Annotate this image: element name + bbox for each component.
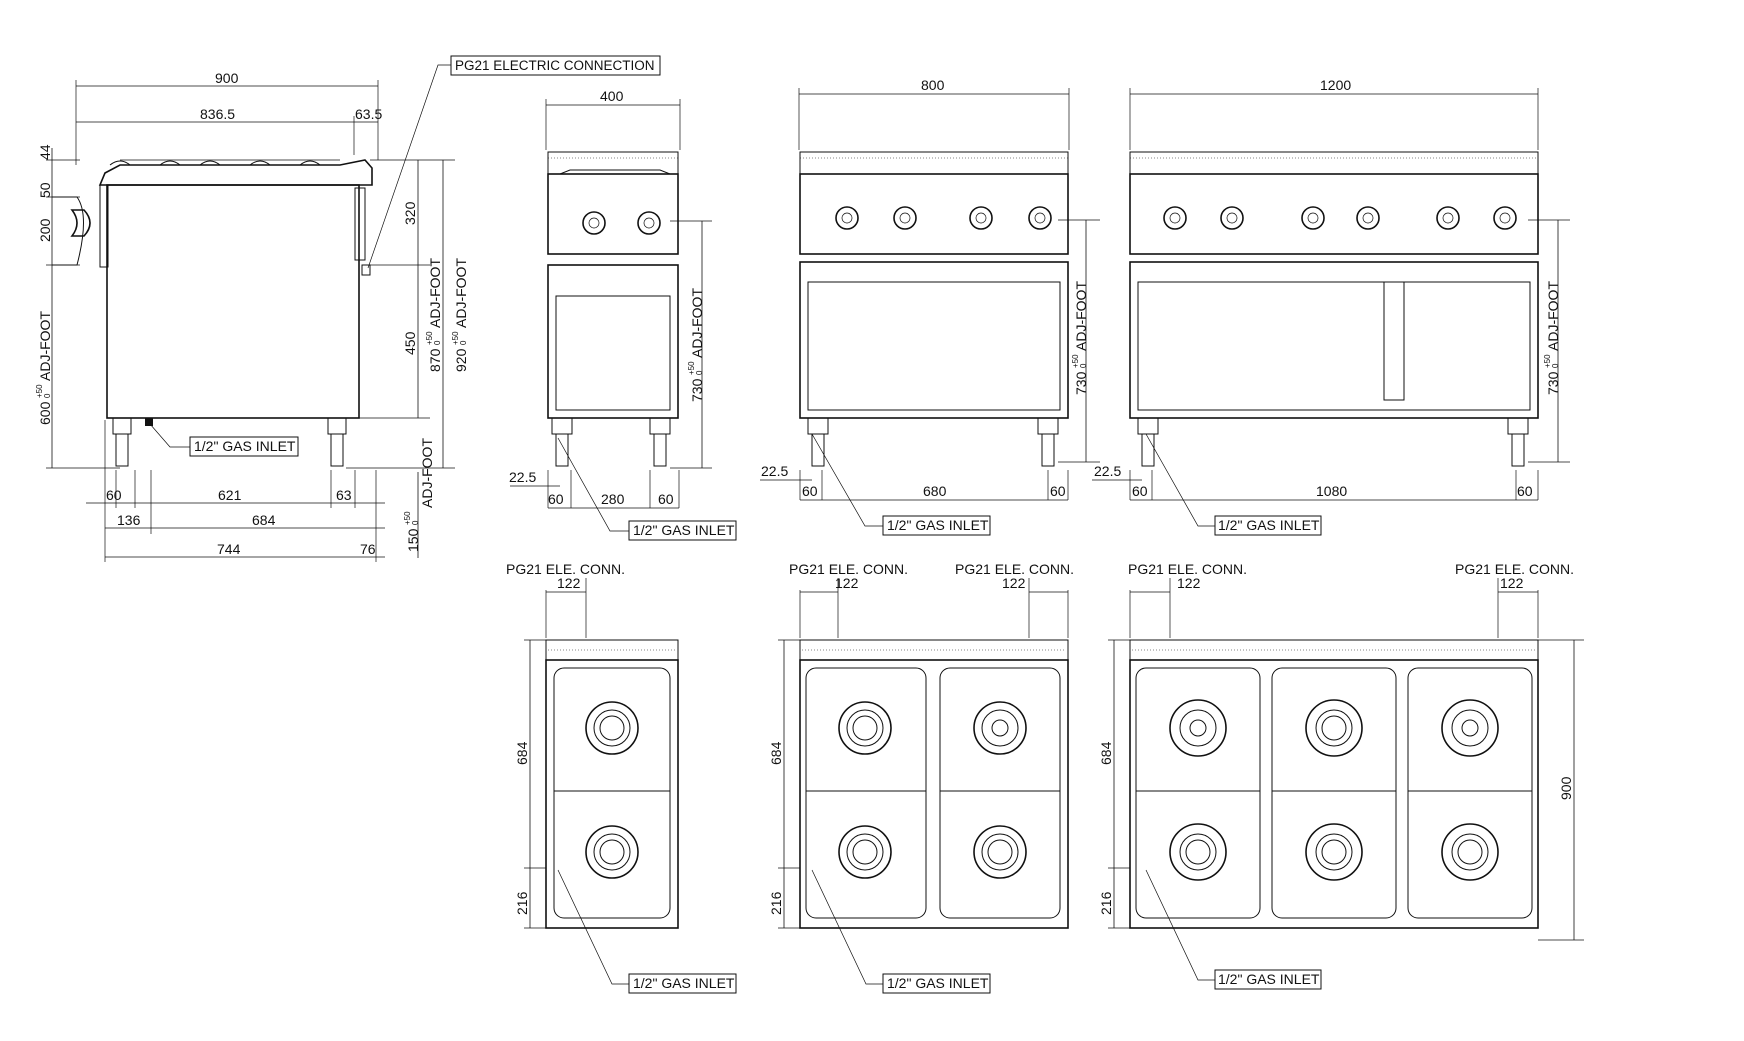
dim-top800-122-right: 122	[1002, 575, 1026, 591]
dim-side-870-tol0: 0	[433, 340, 442, 345]
dim-front800-width: 800	[921, 77, 945, 93]
dim-side-foot-60: 60	[106, 487, 122, 503]
dim-front800-adj: ADJ-FOOT	[1073, 281, 1089, 351]
dim-side-base-136: 136	[117, 512, 141, 528]
dim-front1200-right: 60	[1517, 483, 1533, 499]
dim-front1200-offset: 22.5	[1094, 463, 1121, 479]
front800-gas-inlet-label-box	[882, 515, 991, 536]
dim-front1200-tol: +50	[1543, 354, 1552, 368]
dim-top1200-122-left: 122	[1177, 575, 1201, 591]
dim-front1200-width: 1200	[1320, 77, 1351, 93]
dim-side-150-adj: ADJ-FOOT	[419, 438, 435, 508]
dim-side-320: 320	[402, 201, 418, 225]
dim-top1200-684: 684	[1098, 741, 1114, 765]
dim-side-836: 836.5	[200, 106, 235, 122]
dim-top400-684: 684	[514, 741, 530, 765]
dim-front800-tol: +50	[1071, 354, 1080, 368]
dim-top800-216: 216	[768, 891, 784, 915]
dim-top1200-900: 900	[1558, 776, 1574, 800]
dim-front1200-left: 60	[1132, 483, 1148, 499]
top-view-800: PG21 ELE. CONN. PG21 ELE. CONN. 122 122 …	[768, 561, 1074, 994]
front1200-gas-inlet-label-box	[1214, 515, 1322, 536]
dim-side-base-76: 76	[360, 541, 376, 557]
pg21-electric-connection-label-box	[450, 55, 661, 76]
top1200-pg21-label-right: PG21 ELE. CONN.	[1455, 561, 1574, 577]
dim-front400-offset: 22.5	[509, 469, 536, 485]
dim-side-920-adj: ADJ-FOOT	[453, 258, 469, 328]
dim-side-150-tol: +50	[403, 511, 412, 525]
dim-front1200-mid: 1080	[1316, 483, 1347, 499]
dim-front1200-tol0: 0	[1551, 363, 1560, 368]
dim-side-foot-63: 63	[336, 487, 352, 503]
dim-side-600-tol0: 0	[43, 393, 52, 398]
dim-front1200-adj: ADJ-FOOT	[1545, 281, 1561, 351]
dim-front400-adj: ADJ-FOOT	[689, 288, 705, 358]
side-view: 900 836.5 63.5 44 50 200 600 +50	[35, 55, 661, 562]
front-view-400: 400 730 +50 0 ADJ-FOOT 22.5 60 280 60 1/…	[509, 88, 737, 541]
dim-side-foot-621: 621	[218, 487, 242, 503]
dim-side-600-tol: +50	[35, 384, 44, 398]
dim-front400-left: 60	[548, 491, 564, 507]
front400-gas-inlet-label-box	[628, 520, 737, 541]
front-view-800: 800 730 +50 0 ADJ-FOOT 22.5 60 680 60	[760, 77, 1100, 536]
top400-pg21-label: PG21 ELE. CONN.	[506, 561, 625, 577]
top1200-gas-inlet-label: 1/2" GAS INLET	[1218, 971, 1320, 987]
top400-gas-inlet-label-box	[628, 973, 737, 994]
pg21-electric-connection-label: PG21 ELECTRIC CONNECTION	[455, 58, 655, 73]
dim-side-600: 600	[37, 401, 53, 425]
side-gas-inlet-label: 1/2" GAS INLET	[194, 438, 296, 454]
dim-side-150-tol0: 0	[411, 520, 420, 525]
dim-side-50: 50	[37, 182, 53, 198]
side-gas-inlet-label-box	[189, 436, 299, 457]
dim-front400-tol: +50	[687, 361, 696, 375]
dim-front400-right: 60	[658, 491, 674, 507]
dim-top1200-122-right: 122	[1500, 575, 1524, 591]
dim-front800-tol0: 0	[1079, 363, 1088, 368]
top1200-gas-inlet-label-box	[1214, 969, 1322, 990]
dim-side-600-adj: ADJ-FOOT	[37, 311, 53, 381]
dim-front800-offset: 22.5	[761, 463, 788, 479]
dim-top800-122-left: 122	[835, 575, 859, 591]
top-view-400: PG21 ELE. CONN. 122 684 216 1/2" GAS INL…	[506, 561, 737, 994]
dim-front800-height: 730	[1073, 371, 1089, 395]
top800-gas-inlet-label-box	[882, 973, 991, 994]
dim-front400-height: 730	[689, 378, 705, 402]
dim-front400-mid: 280	[601, 491, 625, 507]
dim-side-base-684: 684	[252, 512, 276, 528]
dim-side-450: 450	[402, 331, 418, 355]
dim-front1200-height: 730	[1545, 371, 1561, 395]
dim-top400-216: 216	[514, 891, 530, 915]
top800-pg21-label-left: PG21 ELE. CONN.	[789, 561, 908, 577]
dim-side-920-tol: +50	[451, 331, 460, 345]
top800-pg21-label-right: PG21 ELE. CONN.	[955, 561, 1074, 577]
dim-front400-tol0: 0	[695, 370, 704, 375]
dim-front800-left: 60	[802, 483, 818, 499]
dim-front800-right: 60	[1050, 483, 1066, 499]
top400-gas-inlet-label: 1/2" GAS INLET	[633, 975, 735, 991]
top-view-1200: PG21 ELE. CONN. PG21 ELE. CONN. 122 122 …	[1098, 561, 1584, 990]
dim-side-base-744: 744	[217, 541, 241, 557]
dim-side-870: 870	[427, 348, 443, 372]
top800-gas-inlet-label: 1/2" GAS INLET	[887, 975, 989, 991]
dim-side-920: 920	[453, 348, 469, 372]
dim-top400-122: 122	[557, 575, 581, 591]
front1200-gas-inlet-label: 1/2" GAS INLET	[1218, 517, 1320, 533]
dim-side-870-adj: ADJ-FOOT	[427, 258, 443, 328]
dim-side-200: 200	[37, 218, 53, 242]
dim-side-870-tol: +50	[425, 331, 434, 345]
dim-top800-684: 684	[768, 741, 784, 765]
dim-front400-width: 400	[600, 88, 624, 104]
dim-side-920-tol0: 0	[459, 340, 468, 345]
dim-side-150: 150	[405, 528, 421, 552]
front-view-1200: 1200 730 +50 0 ADJ-FOOT 22.5 60 1080	[1092, 77, 1570, 536]
front400-gas-inlet-label: 1/2" GAS INLET	[633, 522, 735, 538]
dim-side-63-5: 63.5	[355, 106, 382, 122]
top1200-pg21-label-left: PG21 ELE. CONN.	[1128, 561, 1247, 577]
dim-side-44: 44	[37, 144, 53, 160]
dim-side-900: 900	[215, 70, 239, 86]
dim-top1200-216: 216	[1098, 891, 1114, 915]
dim-front800-mid: 680	[923, 483, 947, 499]
front800-gas-inlet-label: 1/2" GAS INLET	[887, 517, 989, 533]
